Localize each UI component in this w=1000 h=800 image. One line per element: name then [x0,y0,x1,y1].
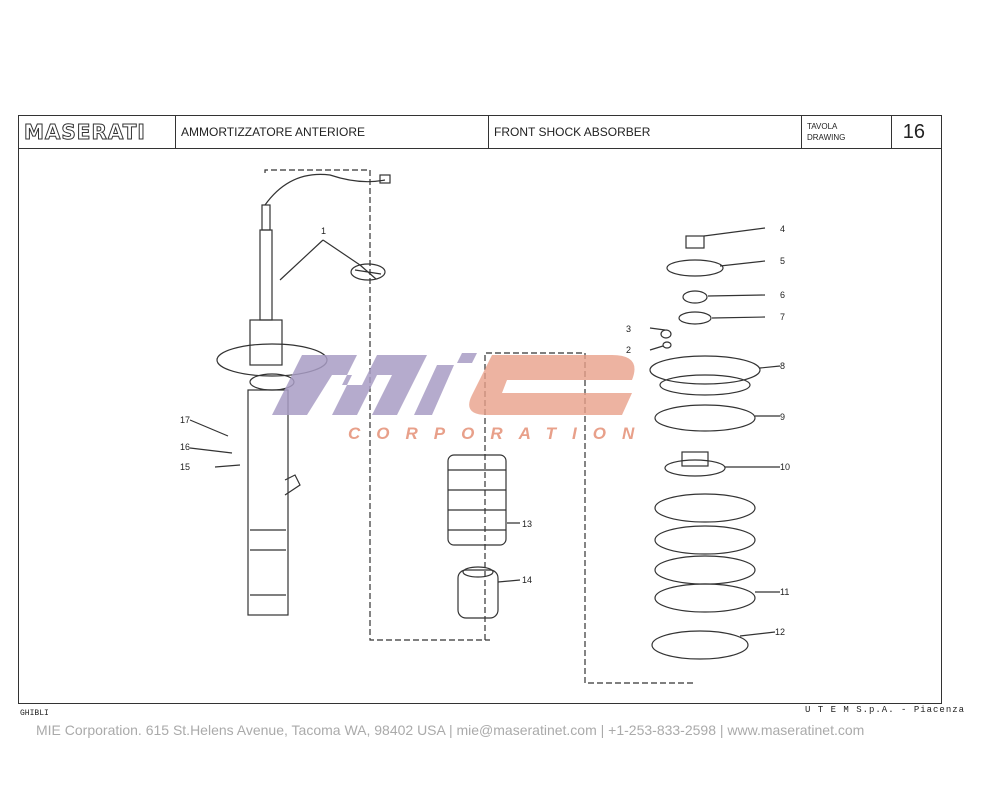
part-label-6: 6 [780,290,785,300]
part-label-14: 14 [522,575,532,585]
drawing-frame: MASERATI AMMORTIZZATORE ANTERIORE FRONT … [18,115,942,704]
part-label-3: 3 [626,324,631,334]
part-label-5: 5 [780,256,785,266]
part-label-13: 13 [522,519,532,529]
contact-watermark: MIE Corporation. 615 St.Helens Avenue, T… [36,722,865,738]
part-label-16: 16 [180,442,190,452]
title-italian: AMMORTIZZATORE ANTERIORE [176,116,489,148]
exploded-diagram: 1 2 3 4 5 6 7 8 9 10 11 12 13 14 15 16 1… [180,169,790,684]
part-label-4: 4 [780,224,785,234]
mie-watermark-logo [272,353,635,415]
model-name: GHIBLI [20,709,49,718]
title-english: FRONT SHOCK ABSORBER [489,116,802,148]
part-label-15: 15 [180,462,190,472]
part-label-11: 11 [780,587,789,597]
maserati-logo: MASERATI [19,116,176,148]
company-name: U T E M S.p.A. - Piacenza [805,705,966,715]
part-label-2: 2 [626,345,631,355]
bump-stop [457,566,499,619]
part-label-12: 12 [775,627,785,637]
part-label-17: 17 [180,415,190,425]
drawing-label-en: DRAWING [807,133,846,142]
title-block: MASERATI AMMORTIZZATORE ANTERIORE FRONT … [19,116,941,149]
dust-boot [447,454,507,546]
part-label-10: 10 [780,462,790,472]
drawing-number: 16 [902,120,925,143]
part-label-8: 8 [780,361,785,371]
leader-lines [189,227,781,637]
part-label-7: 7 [780,312,785,322]
drawing-label: TAVOLA DRAWING [802,116,892,148]
strut-assembly [216,173,391,616]
dashed-group-right [484,352,695,684]
part-label-1: 1 [321,226,326,236]
rubber-mount-1 [350,263,386,281]
top-mount-stack [649,235,761,660]
watermark-corporation-text: CORPORATION [348,424,651,443]
tavola-label: TAVOLA [807,122,838,131]
dashed-group-left [264,169,490,641]
part-label-9: 9 [780,412,785,422]
